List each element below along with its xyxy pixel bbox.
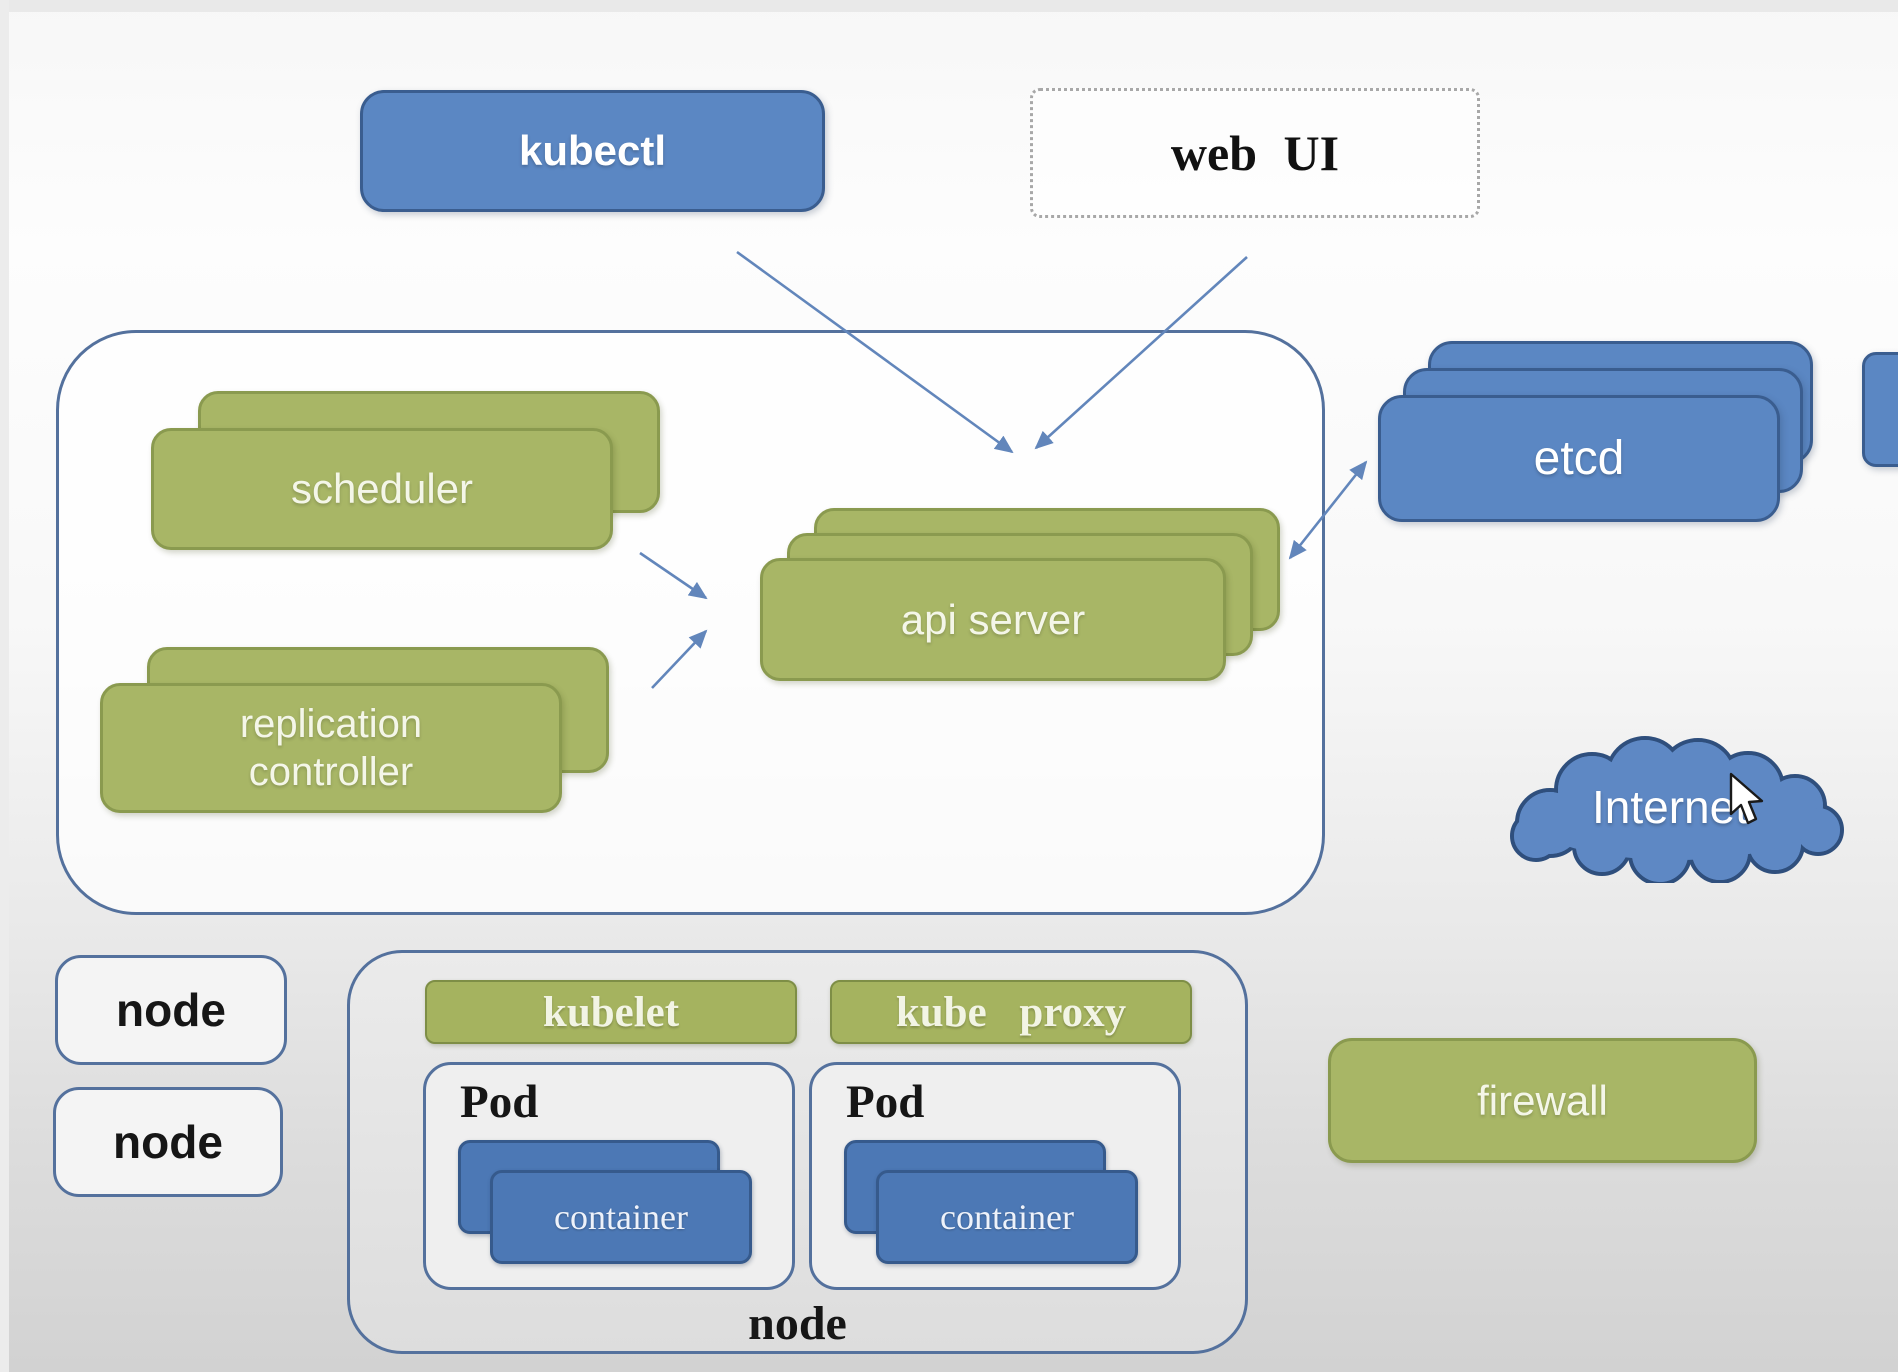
web-ui-box: web UI <box>1030 88 1480 218</box>
node-main-label-wrap: node <box>347 1294 1248 1352</box>
etcd-label: etcd <box>1533 432 1625 485</box>
node-box-2: node <box>53 1087 283 1197</box>
container-box-1: container <box>490 1170 752 1264</box>
replication-label-line2: controller <box>248 750 414 794</box>
container-2-label: container <box>940 1197 1074 1237</box>
etcd-box-edge <box>1862 352 1898 467</box>
kubelet-box: kubelet <box>425 980 797 1044</box>
node-1-label: node <box>116 984 226 1036</box>
mouse-cursor-icon <box>1729 772 1764 825</box>
replication-label-line1: replication <box>239 702 423 746</box>
kube-proxy-label: kube proxy <box>895 988 1127 1036</box>
api-server-box: api server <box>760 558 1226 681</box>
internet-label: Internet <box>1592 781 1748 833</box>
pod-2-label: Pod <box>846 1076 925 1128</box>
container-1-label: container <box>554 1197 688 1237</box>
kubectl-box: kubectl <box>360 90 825 212</box>
pod-1-label: Pod <box>460 1076 539 1128</box>
replication-controller-box: replication controller <box>100 683 562 813</box>
node-2-label: node <box>113 1116 223 1168</box>
node-main-label: node <box>748 1296 847 1350</box>
kubectl-label: kubectl <box>518 127 667 174</box>
node-box-1: node <box>55 955 287 1065</box>
scheduler-box: scheduler <box>151 428 613 550</box>
kube-proxy-box: kube proxy <box>830 980 1192 1044</box>
internet-label-wrap: Internet <box>1510 780 1830 834</box>
container-box-2: container <box>876 1170 1138 1264</box>
etcd-box: etcd <box>1378 395 1780 522</box>
web-ui-label: web UI <box>1170 125 1340 181</box>
api-server-label: api server <box>900 595 1086 643</box>
kubelet-label: kubelet <box>542 988 680 1036</box>
page-edge-top <box>0 0 1898 12</box>
page-edge-left <box>0 0 9 1372</box>
firewall-box: firewall <box>1328 1038 1757 1163</box>
internet-cloud-icon <box>1510 736 1844 883</box>
scheduler-label: scheduler <box>290 465 474 512</box>
firewall-label: firewall <box>1477 1076 1608 1124</box>
